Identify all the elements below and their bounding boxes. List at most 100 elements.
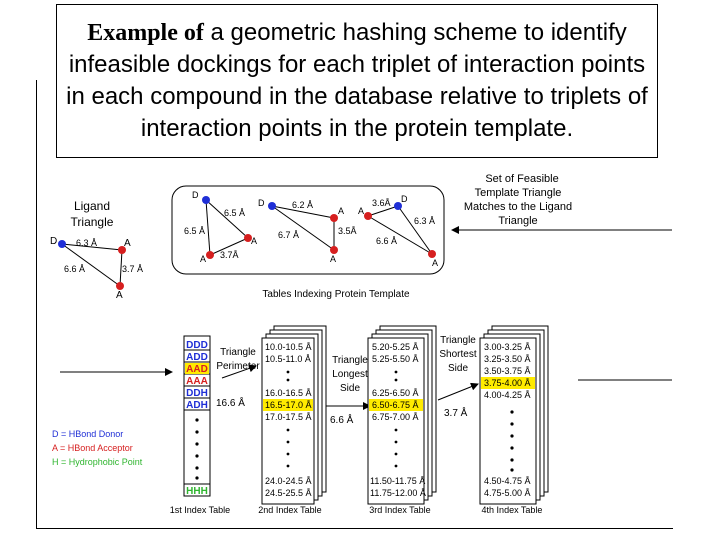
- table-row: AAD: [186, 364, 208, 375]
- acceptor-point: [330, 214, 338, 222]
- donor-point: [58, 240, 66, 248]
- edge-length: 3.6Å: [372, 198, 391, 208]
- slide-frame: [36, 80, 673, 529]
- edge-length: 3.5Å: [338, 226, 357, 236]
- table-caption: 4th Index Table: [482, 505, 543, 515]
- feasible-line4: Triangle: [498, 215, 537, 227]
- donor-point: [202, 196, 210, 204]
- table-row: 24.5-25.5 Å: [265, 488, 312, 498]
- edge-length: 6.3 Å: [414, 216, 435, 226]
- table-row: ADD: [186, 352, 208, 363]
- row-highlight: [185, 363, 209, 374]
- ligand-edge: [61, 243, 123, 251]
- table-outline: [479, 337, 537, 505]
- table-row: ADH: [186, 400, 208, 411]
- table-row: 5.20-5.25 Å: [372, 342, 419, 352]
- shortest-side-label: Triangle Shortest Side 3.7 Å: [437, 335, 479, 419]
- table-row: 4.75-5.00 Å: [484, 488, 531, 498]
- feasible-set: Set of Feasible Template Triangle Matche…: [451, 173, 572, 234]
- title-lead: Example of: [87, 20, 204, 46]
- table-row: AAA: [186, 376, 208, 387]
- ligand-edge: [61, 243, 121, 287]
- svg-text:Perimeter: Perimeter: [216, 361, 260, 372]
- acceptor-point: [118, 246, 126, 254]
- vertex-label: A: [251, 236, 257, 246]
- ellipsis-dots: [510, 410, 514, 472]
- edge-length: 6.5 Å: [224, 208, 245, 218]
- table-row: 3.50-3.75 Å: [484, 366, 531, 376]
- second-index-table: 10.0-10.5 Å 10.5-11.0 Å 16.0-16.5 Å 16.5…: [258, 325, 327, 515]
- vertex-label: A: [330, 254, 336, 264]
- shortest-value: 3.7 Å: [444, 406, 468, 419]
- edge-length: 3.7Å: [220, 250, 239, 260]
- edge-length: 6.6 Å: [376, 236, 397, 246]
- table-caption: 1st Index Table: [170, 505, 230, 515]
- table-row: 16.5-17.0 Å: [265, 400, 312, 410]
- fourth-index-table: 3.00-3.25 Å 3.25-3.50 Å 3.50-3.75 Å 3.75…: [479, 325, 549, 515]
- table-row: 6.25-6.50 Å: [372, 388, 419, 398]
- table-row: 10.5-11.0 Å: [265, 354, 311, 364]
- edge-length: 6.6 Å: [64, 264, 85, 274]
- vertex-label: A: [116, 290, 123, 301]
- legend-donor: D = HBond Donor: [52, 429, 123, 439]
- svg-text:Triangle: Triangle: [220, 347, 256, 358]
- table-caption: 2nd Index Table: [258, 505, 321, 515]
- acceptor-point: [206, 251, 214, 259]
- vertex-label: A: [200, 254, 206, 264]
- table-row: DDD: [186, 340, 208, 351]
- svg-text:Side: Side: [448, 363, 468, 374]
- svg-text:Side: Side: [340, 383, 360, 394]
- acceptor-point: [330, 246, 338, 254]
- table-row: 4.00-4.25 Å: [484, 390, 531, 400]
- ellipsis-dots: [195, 418, 199, 480]
- template-caption: Tables Indexing Protein Template: [262, 289, 410, 300]
- title-rest: a geometric hashing scheme to identify i…: [66, 19, 648, 142]
- feasible-line1: Set of Feasible: [485, 173, 558, 185]
- table-row: DDH: [186, 388, 208, 399]
- feasible-line3: Matches to the Ligand: [464, 201, 572, 213]
- title-box: Example of a geometric hashing scheme to…: [56, 4, 658, 158]
- ligand-triangle: Ligand Triangle D A A 6.3 Å 6.6 Å 3.7 Å: [50, 199, 143, 301]
- table-caption: 3rd Index Table: [369, 505, 430, 515]
- table-outline: [367, 337, 425, 505]
- table-row: HHH: [186, 486, 208, 497]
- ellipsis-dots: [394, 370, 398, 468]
- table-row: 24.0-24.5 Å: [265, 476, 312, 486]
- first-index-table: DDD ADD AAD AAA DDH ADH HHH 1st Index Ta…: [170, 335, 230, 515]
- edge-length: 6.2 Å: [292, 200, 313, 210]
- legend-hydrophobic: H = Hydrophobic Point: [52, 457, 143, 467]
- template-triangles: D A A 6.5 Å 6.5 Å 3.7Å D A A 6.2 Å 6.7 Å…: [171, 185, 445, 300]
- ligand-edge: [119, 249, 123, 287]
- vertex-label: A: [358, 206, 364, 216]
- third-index-table: 5.20-5.25 Å 5.25-5.50 Å 6.25-6.50 Å 6.50…: [367, 325, 437, 515]
- table-outline: [261, 337, 315, 505]
- table-row: 3.25-3.50 Å: [484, 354, 531, 364]
- row-highlight: [263, 399, 313, 411]
- legend-acceptor: A = HBond Acceptor: [52, 443, 133, 453]
- row-highlight: [369, 399, 423, 411]
- legend: D = HBond Donor A = HBond Acceptor H = H…: [52, 429, 143, 467]
- template-box: [171, 185, 445, 275]
- feasible-line2: Template Triangle: [475, 187, 562, 199]
- vertex-label: D: [401, 194, 408, 204]
- svg-text:Triangle: Triangle: [440, 335, 476, 346]
- edge-length: 6.7 Å: [278, 230, 299, 240]
- longest-side-label: Triangle Longest Side 6.6 Å: [326, 355, 371, 426]
- row-highlight: [481, 377, 535, 389]
- edge-length: 3.7 Å: [122, 264, 143, 274]
- vertex-label: A: [432, 258, 438, 268]
- acceptor-point: [244, 234, 252, 242]
- table-row: 6.75-7.00 Å: [372, 412, 419, 422]
- acceptor-point: [428, 250, 436, 258]
- perimeter-label: Triangle Perimeter 16.6 Å: [216, 347, 260, 409]
- vertex-label: A: [124, 238, 131, 249]
- table-row: 16.0-16.5 Å: [265, 388, 312, 398]
- vertex-label: D: [258, 198, 265, 208]
- svg-text:Longest: Longest: [332, 369, 368, 380]
- acceptor-point: [116, 282, 124, 290]
- edge-length: 6.3 Å: [76, 238, 97, 248]
- table-row: 5.25-5.50 Å: [372, 354, 419, 364]
- vertex-label: D: [50, 236, 57, 247]
- ligand-label-line2: Triangle: [71, 215, 114, 229]
